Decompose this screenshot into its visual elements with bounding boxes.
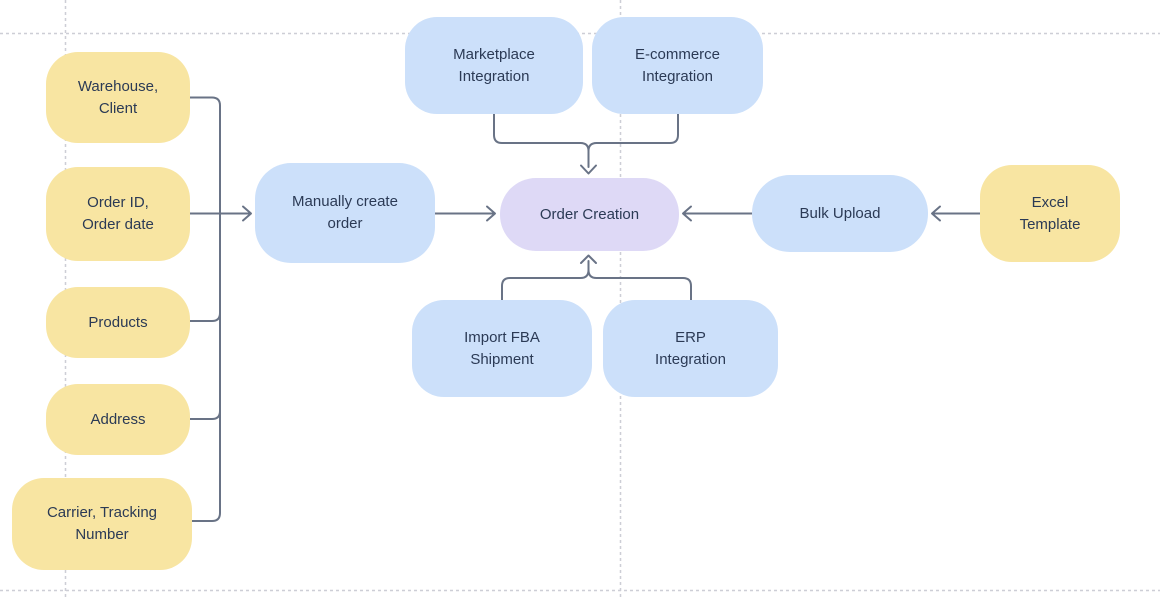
node-erp-integration[interactable]: ERP Integration (603, 300, 778, 397)
connector-bracket-spine (189, 96, 221, 522)
node-label: Address (90, 410, 146, 428)
node-address[interactable]: Address (46, 384, 190, 455)
node-import-fba-shipment[interactable]: Import FBA Shipment (412, 300, 592, 397)
node-label: E-commerce Integration (634, 45, 720, 85)
connector-importfba-branch (501, 260, 590, 301)
node-label: Marketplace Integration (453, 45, 535, 85)
node-bulk-upload[interactable]: Bulk Upload (752, 175, 928, 252)
arrowhead-bulk-right (931, 205, 941, 222)
node-label: Excel Template (1019, 193, 1081, 233)
arrowhead-creation-top (580, 164, 597, 175)
node-order-id-date[interactable]: Order ID, Order date (46, 167, 190, 261)
node-order-creation[interactable]: Order Creation (500, 178, 679, 251)
node-label: Bulk Upload (799, 204, 881, 222)
node-carrier-tracking[interactable]: Carrier, Tracking Number (12, 478, 192, 570)
node-marketplace-integration[interactable]: Marketplace Integration (405, 17, 583, 114)
node-ecommerce-integration[interactable]: E-commerce Integration (592, 17, 763, 114)
node-warehouse-client[interactable]: Warehouse, Client (46, 52, 190, 143)
node-label: Manually create order (292, 193, 398, 232)
connector-products-stub (189, 312, 221, 322)
arrowhead-creation-left (486, 205, 496, 222)
node-label: Products (88, 313, 148, 331)
node-excel-template[interactable]: Excel Template (980, 165, 1120, 262)
connector-address-stub (189, 410, 221, 420)
connector-marketplace-branch (493, 113, 590, 168)
node-products[interactable]: Products (46, 287, 190, 358)
node-manually-create-order[interactable]: Manually create order (255, 163, 435, 263)
arrowhead-creation-bottom (580, 254, 597, 264)
node-label: Carrier, Tracking Number (46, 504, 158, 543)
node-label: Warehouse, Client (77, 77, 159, 117)
node-label: ERP Integration (655, 328, 726, 368)
node-label: Import FBA Shipment (464, 328, 540, 368)
arrowhead-creation-right (682, 205, 692, 222)
node-label: Order ID, Order date (82, 194, 154, 233)
connector-ecommerce-branch (587, 113, 679, 152)
arrowhead-into-manual (242, 205, 252, 222)
connector-erp-branch (587, 269, 692, 301)
node-label: Order Creation (539, 205, 640, 223)
